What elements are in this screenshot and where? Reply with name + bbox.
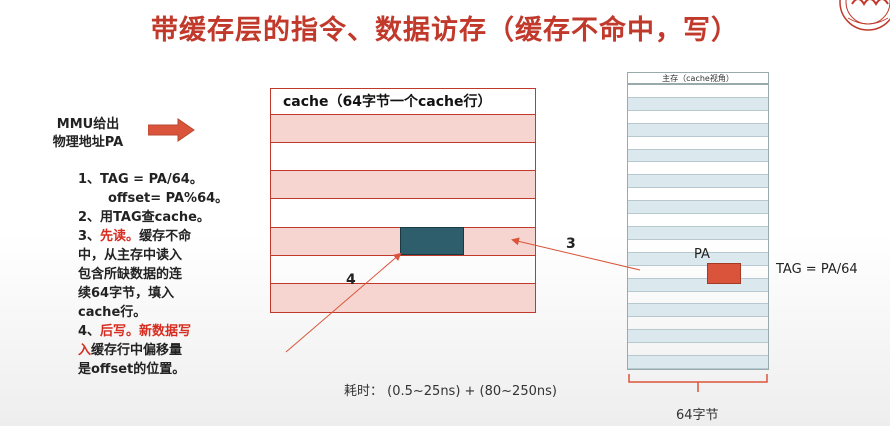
- memory-row: [628, 226, 768, 240]
- pa-label: PA: [694, 247, 710, 262]
- step3-highlight: 先读。: [100, 229, 140, 244]
- mmu-label: MMU给出 物理地址PA: [38, 116, 138, 152]
- memory-target-block: [707, 263, 741, 284]
- memory-row: [628, 356, 768, 369]
- step2: 2、用TAG查cache。: [78, 210, 210, 225]
- step1-tag: 1、TAG = PA/64。: [78, 172, 203, 187]
- brace-icon: [628, 374, 768, 383]
- slide-title: 带缓存层的指令、数据访存（缓存不命中，写）: [151, 15, 739, 46]
- cache-title: cache（64字节一个cache行）: [270, 88, 536, 114]
- step1-offset: offset= PA%64。: [108, 191, 229, 206]
- mmu-line1: MMU给出: [56, 117, 120, 132]
- memory-row: [628, 149, 768, 163]
- cache-row: [271, 143, 535, 172]
- memory-header: 主存（cache视角）: [627, 72, 769, 84]
- memory-row: [628, 292, 768, 305]
- step4-highlight2: 入: [78, 343, 92, 358]
- cache-row: [271, 283, 535, 312]
- university-logo: [838, 0, 890, 34]
- memory-row: [628, 123, 768, 137]
- mmu-line2: 物理地址PA: [52, 135, 124, 150]
- memory-row: [628, 266, 768, 279]
- memory-row: [628, 175, 768, 189]
- steps-list: 1、TAG = PA/64。 offset= PA%64。 2、用TAG查cac…: [78, 170, 248, 379]
- step3-line1: 3、先读。缓存不命: [78, 227, 248, 246]
- memory-row: [628, 137, 768, 150]
- memory-row: [628, 304, 768, 318]
- mmu-arrow-icon: [148, 118, 195, 142]
- step4-text1: 缓存行中偏移量: [91, 343, 183, 358]
- memory-row: [628, 201, 768, 215]
- step3-arrow-label: 3: [566, 236, 576, 252]
- arrow-3: [511, 237, 641, 271]
- step3-prefix: 3、: [78, 229, 101, 244]
- cache-line-bytes-label: 64字节: [676, 408, 719, 423]
- cache-row: [271, 115, 535, 144]
- memory-row: [628, 85, 768, 98]
- memory-row: [628, 252, 768, 266]
- memory-row: [628, 343, 768, 357]
- step3-line2: 中，从主存中读入: [78, 248, 183, 263]
- memory-row: [628, 188, 768, 202]
- step3-line3: 包含所缺数据的连: [78, 267, 183, 282]
- memory-row: [628, 97, 768, 111]
- step4-arrow-label: 4: [346, 272, 356, 288]
- memory-row: [628, 330, 768, 344]
- tag-label: TAG = PA/64: [776, 262, 858, 277]
- step3-line4: 续64字节，填入: [78, 286, 175, 301]
- step3-text1: 缓存不命: [139, 229, 192, 244]
- arrow-4: [285, 252, 402, 353]
- step4-highlight: 后写。新数据写: [100, 324, 192, 339]
- memory-row: [628, 111, 768, 124]
- cache-row: [271, 171, 535, 200]
- memory-table: [627, 84, 769, 370]
- step4-line2: 入缓存行中偏移量: [78, 341, 248, 360]
- memory-row: [628, 214, 768, 227]
- cache-target-block: [400, 227, 464, 255]
- memory-row: [628, 240, 768, 253]
- cache-row: [271, 256, 535, 284]
- step4-line1: 4、后写。新数据写: [78, 322, 248, 341]
- step4-prefix: 4、: [78, 324, 101, 339]
- step4-line3: 是offset的位置。: [78, 362, 186, 377]
- time-cost-label: 耗时： (0.5~25ns) + (80~250ns): [344, 384, 557, 399]
- memory-row: [628, 162, 768, 176]
- step3-line5: cache行。: [78, 305, 147, 320]
- memory-row: [628, 317, 768, 331]
